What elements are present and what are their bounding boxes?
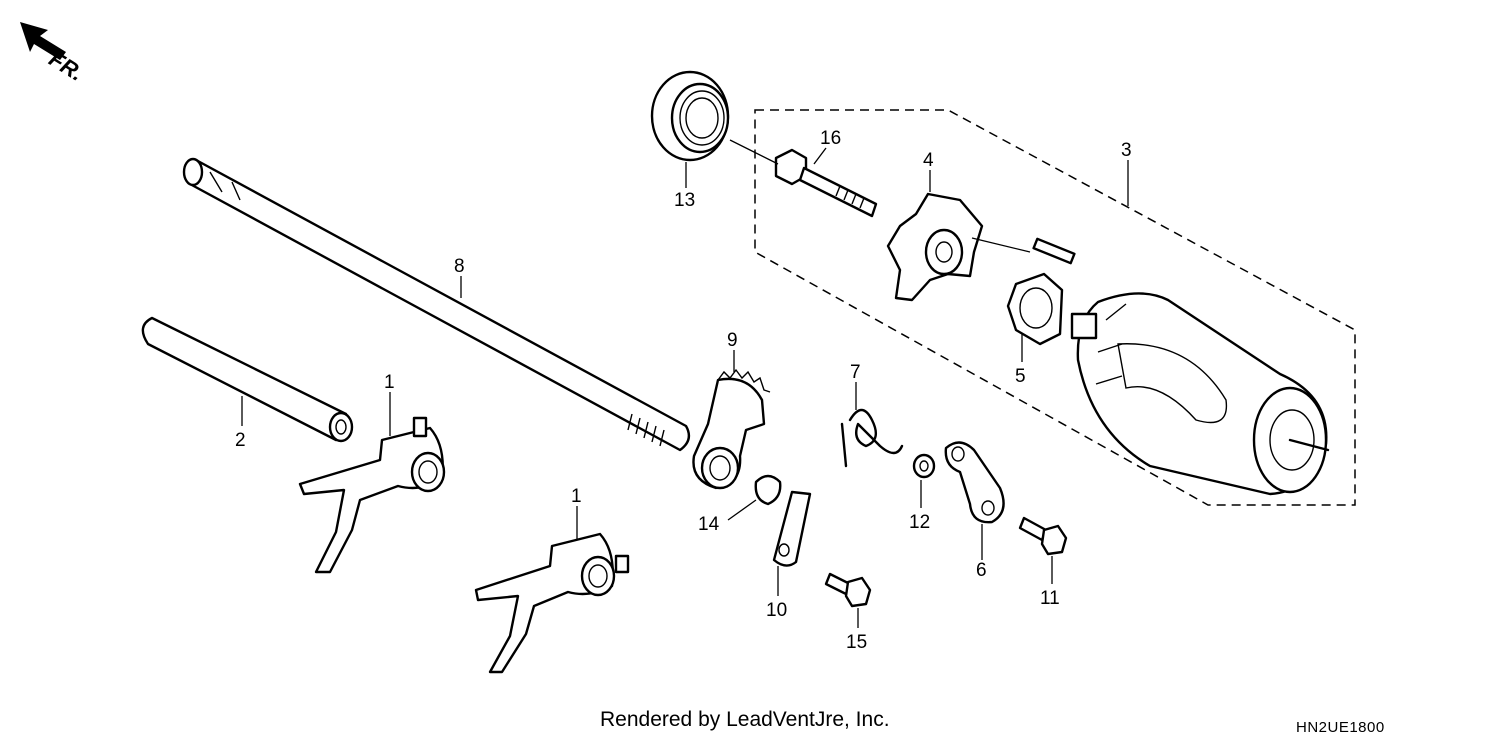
callout-1-upper: 1 [384,372,395,393]
bolt-16 [774,148,878,218]
callout-16: 16 [820,128,841,149]
front-direction-arrow-icon [20,22,66,60]
bolt-11 [1018,516,1068,556]
callout-1-lower: 1 [571,486,582,507]
bearing [650,70,730,162]
callout-13: 13 [674,190,695,211]
callout-9: 9 [727,330,738,351]
callout-5: 5 [1015,366,1026,387]
callout-6: 6 [976,560,987,581]
shift-fork-upper [298,416,446,574]
callout-15: 15 [846,632,867,653]
washer [912,453,936,479]
circlip [754,474,782,506]
callout-4: 4 [923,150,934,171]
callout-11: 11 [1040,588,1060,609]
shift-fork-lower [474,532,630,674]
callout-7: 7 [850,362,861,383]
render-credit: Rendered by LeadVentJre, Inc. [600,708,890,731]
callout-3: 3 [1121,140,1132,161]
diagram-code: HN2UE1800 [1296,719,1385,736]
shift-arm-sector [692,368,771,490]
link-plate [772,490,812,567]
callout-8: 8 [454,256,465,277]
callout-10: 10 [766,600,787,621]
stopper-arm [944,441,1005,524]
assembly-boundary [754,109,1356,506]
shift-shaft [182,157,691,452]
leader-lines [241,139,1129,628]
shift-drum [1070,292,1330,496]
return-spring [840,408,904,468]
callout-2: 2 [235,430,246,451]
shift-drum-collar [1006,272,1064,346]
fork-shaft [141,316,354,443]
dowel-pin [1032,237,1076,265]
drum-center-plate [886,192,1031,302]
bolt-15 [824,572,872,608]
callout-14: 14 [698,514,720,535]
callout-12: 12 [909,512,930,533]
